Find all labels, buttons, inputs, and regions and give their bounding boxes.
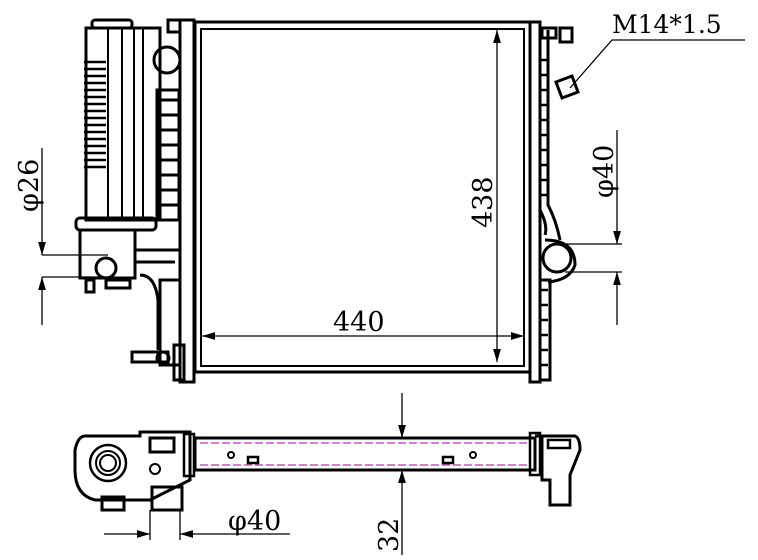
upper-inlet-pipe bbox=[152, 45, 182, 75]
phi26-label: φ26 bbox=[14, 159, 45, 212]
drain-plug bbox=[554, 74, 580, 100]
dimension-32: 32 bbox=[374, 393, 406, 555]
outlet-pipe-section bbox=[150, 485, 184, 512]
dimension-phi26: φ26 bbox=[14, 148, 108, 325]
lower-pipe-26 bbox=[94, 256, 118, 280]
dimension-phi40-bottom: φ40 bbox=[104, 506, 290, 540]
right-tank-section bbox=[528, 431, 582, 507]
bottom-view: 32 φ40 bbox=[73, 393, 582, 555]
expansion-tank bbox=[74, 18, 182, 350]
left-tank-section bbox=[73, 430, 196, 512]
dimension-440: 440 bbox=[202, 307, 524, 340]
front-view: 438 440 φ26 φ40 M14*1.5 bbox=[14, 10, 745, 384]
phi40-right-label: φ40 bbox=[589, 145, 620, 198]
height-label: 438 bbox=[468, 176, 499, 228]
left-tank bbox=[130, 18, 196, 384]
right-tank bbox=[528, 20, 580, 384]
right-pipe-40 bbox=[541, 242, 573, 274]
width-label: 440 bbox=[333, 307, 385, 338]
phi40-bottom-label: φ40 bbox=[228, 506, 281, 537]
dimension-438: 438 bbox=[468, 30, 501, 362]
dimension-phi40-right: φ40 bbox=[565, 130, 622, 325]
thread-label: M14*1.5 bbox=[612, 10, 722, 39]
radiator-core-inner bbox=[200, 28, 525, 367]
thread-callout: M14*1.5 bbox=[569, 10, 745, 89]
thickness-label: 32 bbox=[374, 518, 405, 552]
